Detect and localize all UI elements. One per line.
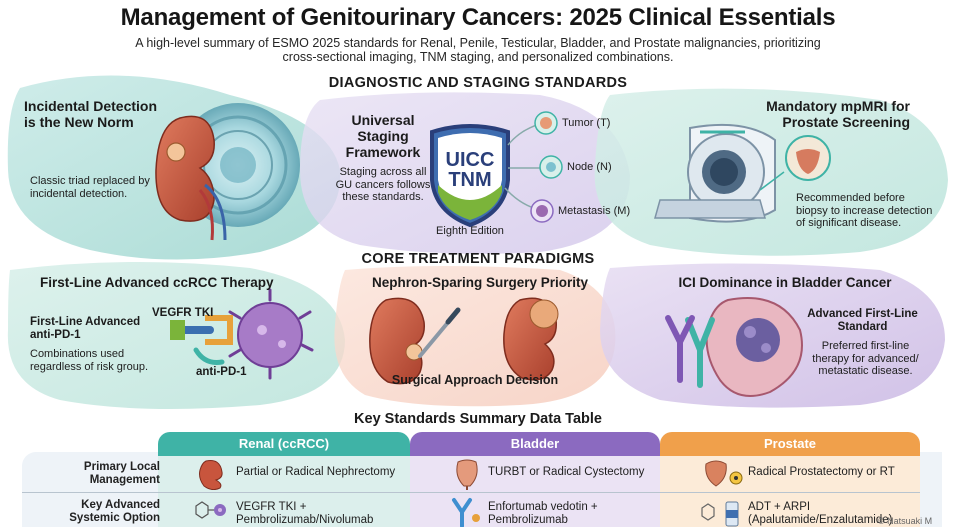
ici-title: ICI Dominance in Bladder Cancer <box>678 275 892 290</box>
table-cell-renal-systemic: VEGFR TKI + Pembrolizumab/Nivolumab <box>236 501 374 526</box>
uicc-badge-line1: UICC <box>445 149 495 171</box>
nephron-title: Nephron-Sparing Surgery Priority <box>371 275 589 290</box>
table-bladder-bg <box>410 456 660 527</box>
table-divider <box>22 492 920 493</box>
vegfr-label: VEGFR TKI <box>152 307 214 319</box>
incidental-text: Classic triad replaced by incidental det… <box>30 175 150 200</box>
metastasis-label: Metastasis (M) <box>558 205 631 217</box>
table-col-prostate: Prostate <box>660 432 920 456</box>
staging-title: Universal Staging Framework <box>345 112 421 160</box>
treatment-heading: CORE TREATMENT PARADIGMS <box>361 251 595 267</box>
vial-icon <box>701 501 739 527</box>
table-col-renal: Renal (ccRCC) <box>158 432 410 456</box>
table-cell-bladder-systemic: Enfortumab vedotin + Pembrolizumab <box>488 501 598 526</box>
mpmri-title: Mandatory mpMRI for Prostate Screening <box>766 98 910 130</box>
table-row-label-local: Primary Local Management <box>83 461 160 486</box>
table-prostate-bg <box>660 456 920 527</box>
bladder-icon <box>456 459 478 490</box>
uicc-badge-line2: TNM <box>448 169 492 191</box>
watermark: © Natsuaki M <box>878 516 933 526</box>
table-cell-prostate-systemic: ADT + ARPI (Apalutamide/Enzalutamide) <box>748 501 893 526</box>
table-col-bladder: Bladder <box>410 432 660 456</box>
incidental-title: Incidental Detection is the New Norm <box>24 98 158 130</box>
ici-label: Advanced First-Line Standard <box>807 308 918 333</box>
page-subtitle: A high-level summary of ESMO 2025 standa… <box>135 36 821 64</box>
antibody-icon <box>452 498 480 527</box>
table-renal-bg <box>158 456 410 527</box>
uicc-badge: UICC TNM <box>438 150 502 190</box>
ccrcc-title: First-Line Advanced ccRCC Therapy <box>40 275 274 290</box>
tumor-label: Tumor (T) <box>562 117 611 129</box>
page-title: Management of Genitourinary Cancers: 202… <box>120 4 836 31</box>
antipd1-label: anti-PD-1 <box>196 366 247 378</box>
molecule-icon <box>195 501 226 519</box>
kidney-icon <box>199 460 223 490</box>
table-row-label-systemic: Key Advanced Systemic Option <box>69 499 160 524</box>
ccrcc-text: Combinations used regardless of risk gro… <box>30 348 148 373</box>
staging-text: Staging across all GU cancers follows th… <box>335 166 431 203</box>
tnm-edition: Eighth Edition <box>436 225 504 237</box>
diagnostic-heading: DIAGNOSTIC AND STAGING STANDARDS <box>328 75 628 91</box>
mpmri-text: Recommended before biopsy to increase de… <box>796 192 933 229</box>
table-cell-bladder-local: TURBT or Radical Cystectomy <box>488 466 645 478</box>
table-heading: Key Standards Summary Data Table <box>354 411 602 427</box>
table-cell-prostate-local: Radical Prostatectomy or RT <box>748 466 895 478</box>
node-label: Node (N) <box>567 161 612 173</box>
ici-text: Preferred first-line therapy for advance… <box>812 340 919 377</box>
table-cell-renal-local: Partial or Radical Nephrectomy <box>236 466 396 478</box>
ccrcc-label: First-Line Advanced anti-PD-1 <box>30 316 141 341</box>
prostate-icon <box>705 460 743 487</box>
nephron-caption: Surgical Approach Decision <box>391 373 559 387</box>
